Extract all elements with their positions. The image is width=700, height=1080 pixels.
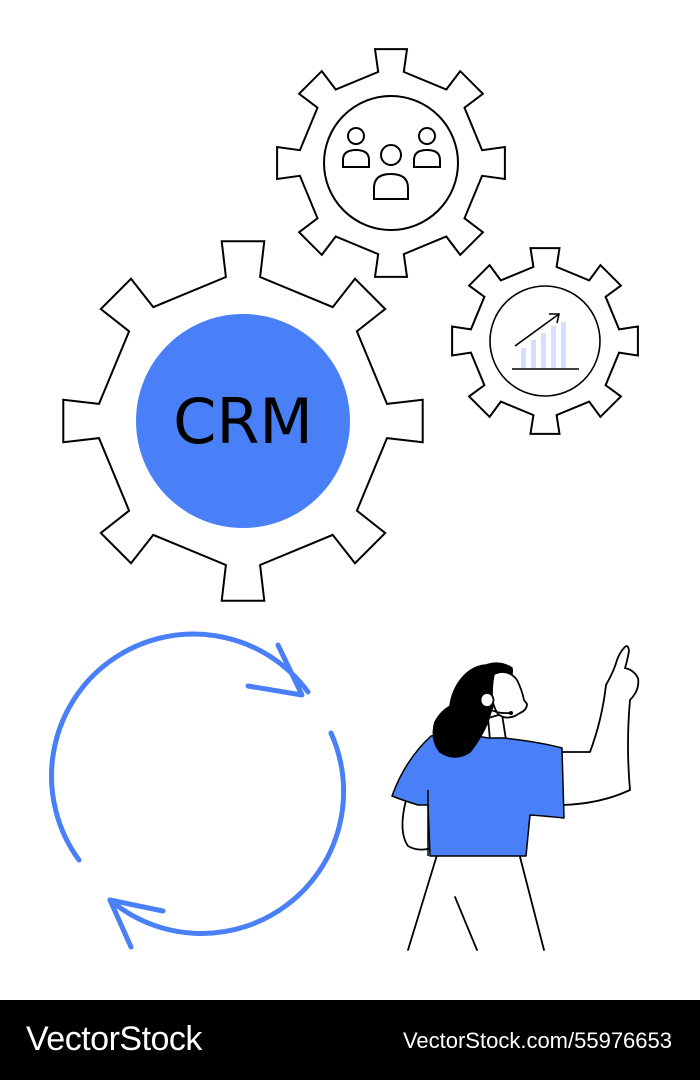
refresh-cycle-icon	[48, 631, 347, 950]
crm-illustration: CRM	[48, 48, 640, 951]
watermark-logo: VectorStock	[26, 1020, 202, 1058]
watermark-bar: VectorStock VectorStock.com/55976653	[0, 1000, 700, 1080]
crm-label: CRM	[173, 385, 313, 458]
people-gear-icon	[276, 48, 506, 278]
woman-with-headset-pointing-icon	[391, 645, 640, 951]
crm-gear-icon: CRM	[62, 240, 424, 602]
chart-gear-icon	[451, 247, 639, 435]
crm-circle	[136, 314, 350, 528]
people-icon	[342, 127, 441, 200]
growth-chart-icon	[512, 313, 579, 370]
watermark-id: VectorStock.com/55976653	[402, 1028, 672, 1053]
